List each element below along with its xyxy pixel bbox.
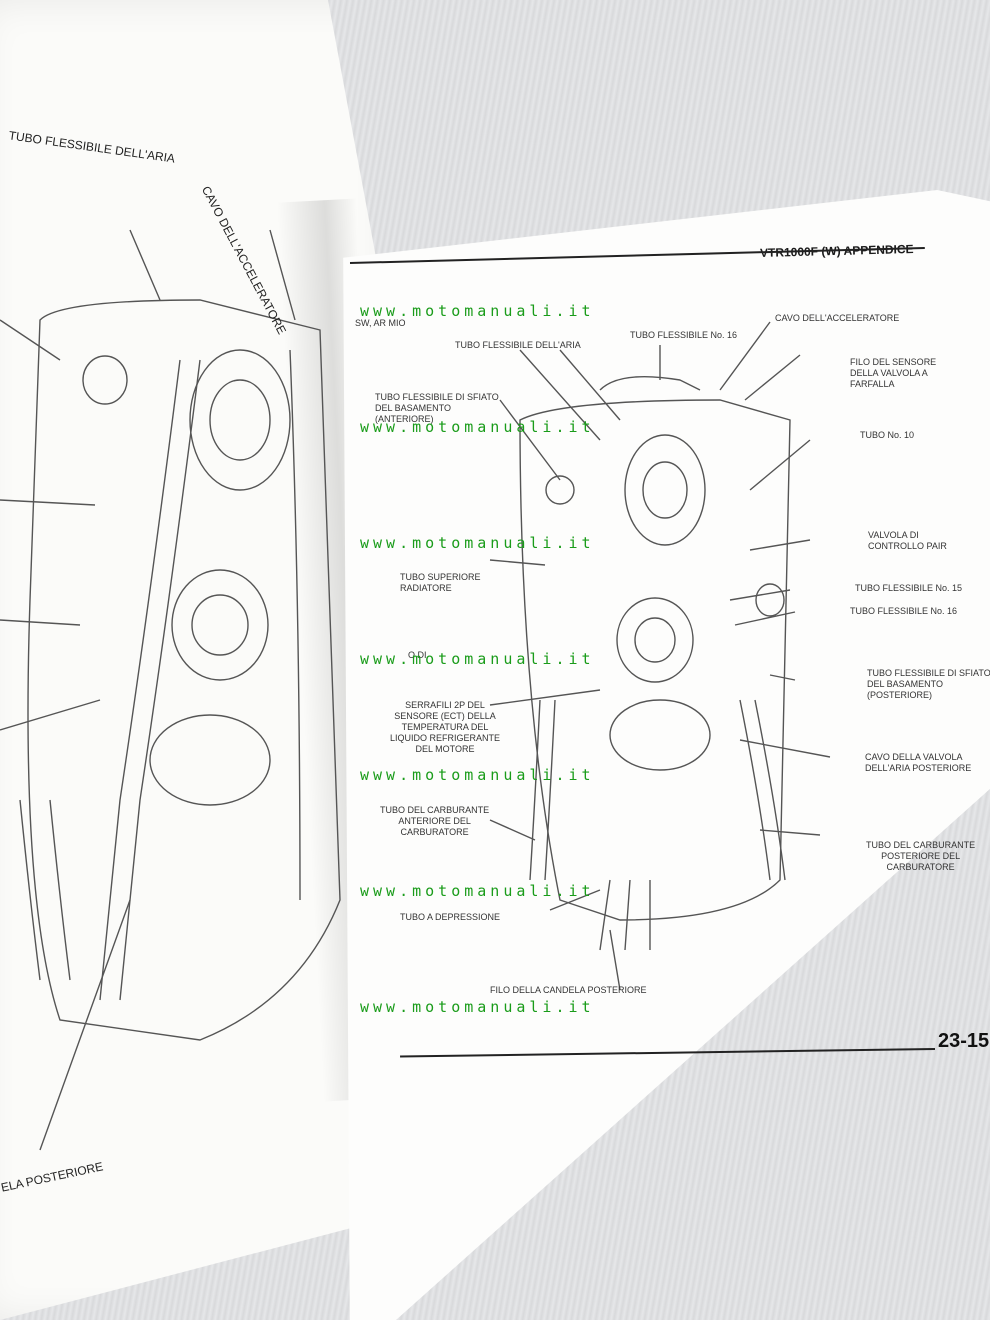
label-rear-fuel-hose: TUBO DEL CARBURANTE POSTERIORE DEL CARBU… [866, 840, 976, 872]
label-throttle-cable: CAVO DELL'ACCELERATORE [775, 313, 900, 323]
label-ect-sensor-connector: SERRAFILI 2P DEL SENSORE (ECT) DELLA TEM… [390, 700, 501, 754]
label-rear-breather-hose: TUBO FLESSIBILE DI SFIATO DEL BASAMENTO … [867, 668, 990, 700]
watermark: www.motomanuali.it [360, 534, 595, 552]
page-number: 23-15 [938, 1030, 990, 1052]
label-front-breather-hose: TUBO FLESSIBILE DI SFIATO DEL BASAMENTO … [375, 392, 499, 424]
label-hose-15: TUBO FLESSIBILE No. 15 [855, 583, 963, 593]
corner-note: SW, AR MIO [355, 318, 406, 328]
label-rear-air-valve-cable: CAVO DELLA VALVOLA DELL'ARIA POSTERIORE [865, 752, 972, 773]
label-air-hose: TUBO FLESSIBILE DELL'ARIA [455, 340, 581, 350]
label-front-fuel-hose: TUBO DEL CARBURANTE ANTERIORE DEL CARBUR… [380, 805, 490, 837]
label-upper-radiator-hose: TUBO SUPERIORE RADIATORE [400, 572, 481, 593]
label-throttle-sensor-wire: FILO DEL SENSORE DELLA VALVOLA A FARFALL… [850, 357, 937, 389]
label-rear-spark-plug-wire: FILO DELLA CANDELA POSTERIORE [490, 985, 647, 995]
watermark: www.motomanuali.it [360, 302, 595, 320]
watermark: www.motomanuali.it [360, 650, 595, 668]
label-tube-10: TUBO No. 10 [860, 430, 915, 440]
watermark: www.motomanuali.it [360, 882, 595, 900]
watermark: www.motomanuali.it [360, 998, 595, 1016]
label-hose-16: TUBO FLESSIBILE No. 16 [850, 606, 958, 616]
label-pair-valve: VALVOLA DI CONTROLLO PAIR [868, 530, 947, 551]
label-vacuum-hose: TUBO A DEPRESSIONE [400, 912, 501, 922]
watermark: www.motomanuali.it [360, 766, 595, 784]
watermark: www.motomanuali.it [360, 418, 595, 436]
label-hose-16-top: TUBO FLESSIBILE No. 16 [630, 330, 738, 340]
label-partial: O DI [408, 650, 427, 660]
left-manual-page [0, 0, 394, 1320]
